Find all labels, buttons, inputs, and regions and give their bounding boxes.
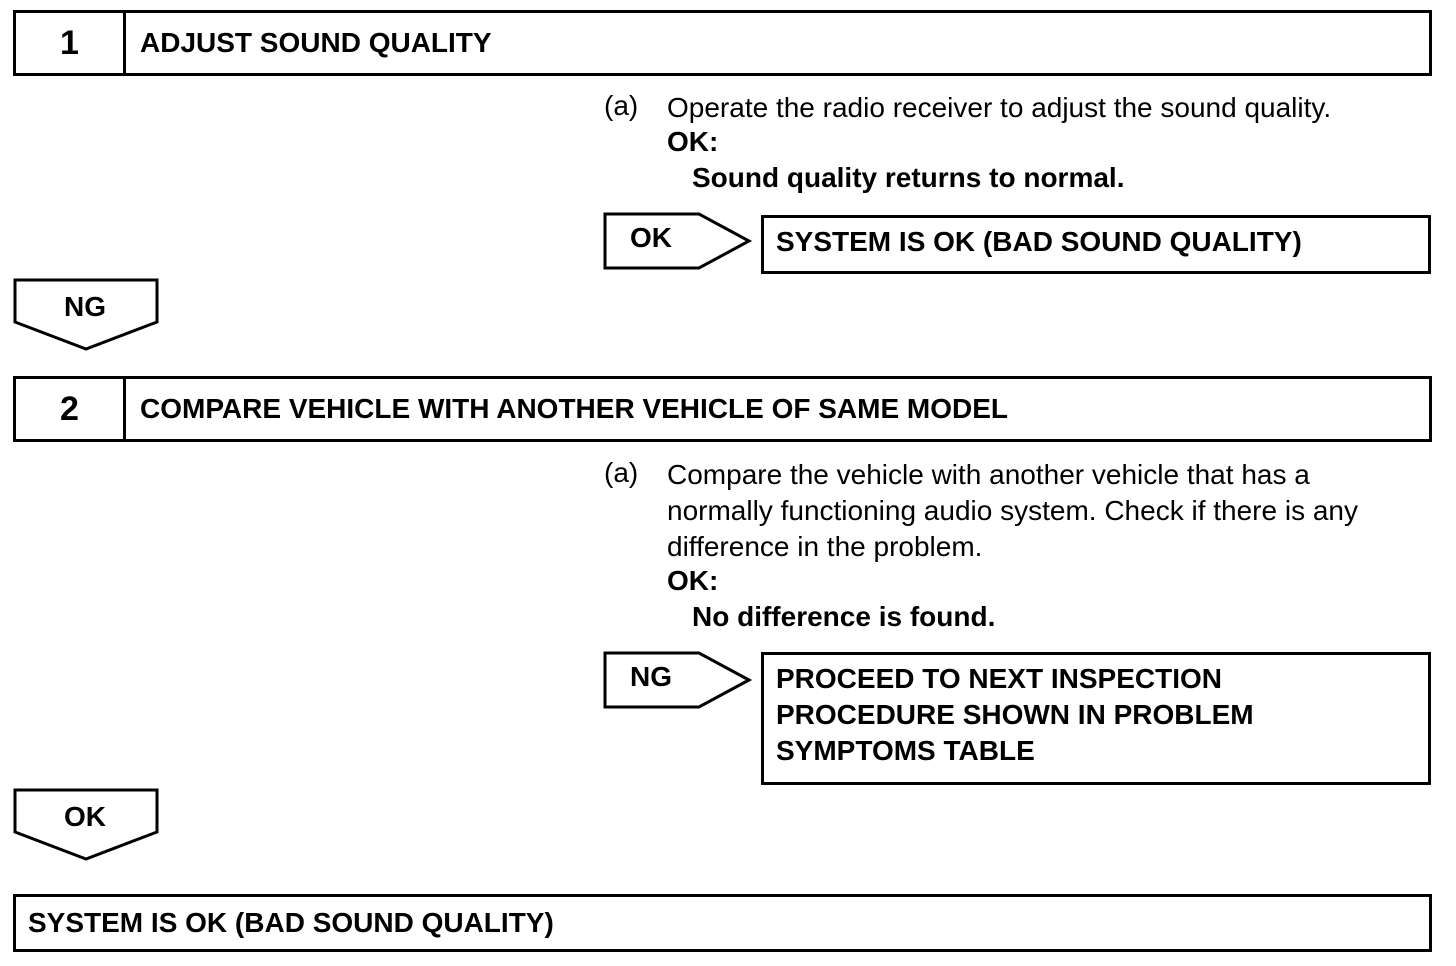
step-1-result-text: SYSTEM IS OK (BAD SOUND QUALITY) xyxy=(776,226,1302,257)
step-2-result-line: PROCEDURE SHOWN IN PROBLEM xyxy=(776,699,1254,730)
step-2-instruction: Compare the vehicle with another vehicle… xyxy=(667,457,1437,565)
step-2-header: 2 COMPARE VEHICLE WITH ANOTHER VEHICLE O… xyxy=(13,376,1432,442)
step-2-ok-criterion: No difference is found. xyxy=(692,601,996,632)
step-1-number: 1 xyxy=(16,13,126,73)
step-2-ok-label: OK: xyxy=(667,565,719,596)
step-2-instruction-line: difference in the problem. xyxy=(667,531,983,562)
step-1-branch-label: OK xyxy=(630,222,672,253)
step-1-ok-criterion: Sound quality returns to normal. xyxy=(692,162,1125,193)
step-2-result-box: PROCEED TO NEXT INSPECTION PROCEDURE SHO… xyxy=(761,652,1431,785)
step-2-instruction-line: normally functioning audio system. Check… xyxy=(667,495,1358,526)
final-result-box: SYSTEM IS OK (BAD SOUND QUALITY) xyxy=(13,894,1432,952)
step-2-result-line: SYMPTOMS TABLE xyxy=(776,735,1035,766)
step-2-instruction-line: Compare the vehicle with another vehicle… xyxy=(667,459,1310,490)
flow-1-label: NG xyxy=(64,291,106,322)
final-result-text: SYSTEM IS OK (BAD SOUND QUALITY) xyxy=(28,907,554,938)
step-1-result-box: SYSTEM IS OK (BAD SOUND QUALITY) xyxy=(761,215,1431,274)
step-2-branch-label: NG xyxy=(630,661,672,692)
ng-down-arrow-icon xyxy=(13,278,159,351)
step-2-sub-letter: (a) xyxy=(604,457,639,488)
step-1-header: 1 ADJUST SOUND QUALITY xyxy=(13,10,1432,76)
step-2-ng-arrow-icon xyxy=(603,651,753,709)
step-2-result-line: PROCEED TO NEXT INSPECTION xyxy=(776,663,1222,694)
step-1-sub-letter: (a) xyxy=(604,90,639,121)
step-1-ok-label: OK: xyxy=(667,126,719,157)
step-1-ok-arrow-icon xyxy=(603,212,753,270)
step-1-title: ADJUST SOUND QUALITY xyxy=(140,27,492,58)
step-2-number: 2 xyxy=(16,379,126,439)
step-2-title: COMPARE VEHICLE WITH ANOTHER VEHICLE OF … xyxy=(140,393,1009,424)
ok-down-arrow-icon xyxy=(13,788,159,861)
step-1-instruction: Operate the radio receiver to adjust the… xyxy=(667,92,1332,123)
flow-2-label: OK xyxy=(64,801,106,832)
